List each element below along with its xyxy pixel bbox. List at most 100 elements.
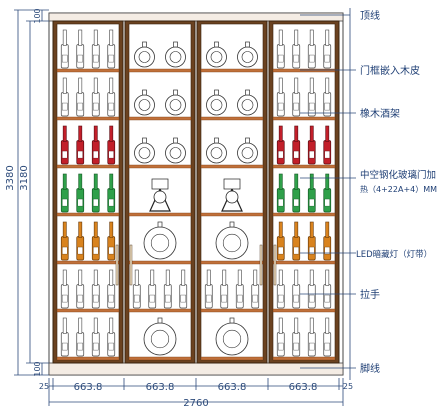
cognac-bottle	[215, 322, 249, 356]
label-shelf: 橡木酒架	[360, 107, 400, 120]
bottle-neck	[278, 317, 283, 334]
bottle-neck	[325, 221, 330, 238]
bottle-label	[108, 150, 114, 159]
bottle-neck	[62, 317, 67, 334]
bottle-neck	[278, 269, 283, 286]
bottle-label	[309, 342, 315, 351]
bottle-neck	[309, 29, 314, 46]
bottle-label	[278, 198, 284, 207]
cognac-ring	[150, 233, 170, 253]
bottle-neck	[309, 173, 314, 190]
oak-shelf	[200, 116, 264, 121]
bottle-label	[77, 150, 83, 159]
cognac-neck	[245, 41, 250, 48]
bottle-label	[324, 198, 330, 207]
bottle-label	[165, 294, 171, 303]
bottle-label	[293, 342, 299, 351]
bottle-label	[324, 294, 330, 303]
bottle-label	[293, 294, 299, 303]
dim-top-margin: 100	[33, 8, 42, 23]
cognac-ring	[222, 329, 242, 349]
bottle-label	[309, 198, 315, 207]
cognac-bottle	[143, 226, 177, 260]
bottle-neck	[78, 125, 83, 142]
cognac-ring	[210, 51, 223, 63]
cognac-bottle	[153, 190, 167, 204]
annotation-leaders	[300, 8, 356, 380]
bottle-label	[252, 294, 258, 303]
bottle-label	[309, 54, 315, 63]
bottle-label	[324, 102, 330, 111]
bottle-label	[108, 54, 114, 63]
bottle-neck	[93, 269, 98, 286]
label-handle: 拉手	[360, 288, 380, 301]
bottle-label	[62, 198, 68, 207]
bottle-neck	[109, 221, 114, 238]
bottle-neck	[165, 269, 170, 286]
cognac-bottle	[215, 226, 249, 260]
cognac-ring	[241, 147, 254, 159]
cognac-neck	[214, 89, 219, 96]
bottle-label	[62, 246, 68, 255]
bottle-neck	[222, 269, 227, 286]
cognac-neck	[229, 221, 235, 228]
cognac-bottle	[225, 190, 239, 204]
oak-shelf	[128, 260, 192, 265]
bottle-neck	[78, 173, 83, 190]
dim-bottom-margin: 100	[33, 361, 42, 376]
dim-bay-1: 663.8	[74, 382, 103, 393]
bottle-neck	[294, 125, 299, 142]
bottle-label	[62, 150, 68, 159]
oak-shelf	[272, 164, 336, 169]
cognac-neck	[173, 41, 178, 48]
bottle-label	[108, 198, 114, 207]
bottle-label	[62, 294, 68, 303]
cognac-neck	[142, 89, 147, 96]
bottle-label	[77, 54, 83, 63]
bottle-label	[93, 102, 99, 111]
door-handle	[273, 244, 277, 286]
bottle-neck	[325, 173, 330, 190]
bay-2	[124, 20, 196, 364]
bottle-label	[93, 150, 99, 159]
oak-shelf	[56, 212, 120, 217]
bay-1	[52, 20, 124, 364]
bottle-neck	[109, 173, 114, 190]
oak-shelf	[56, 116, 120, 121]
bay-3	[196, 20, 268, 364]
cognac-ring	[210, 99, 223, 111]
cognac-bottle	[143, 322, 177, 356]
bottle-label	[149, 294, 155, 303]
bottle-label	[278, 246, 284, 255]
bottle-neck	[325, 269, 330, 286]
dim-side-left: 25	[39, 382, 49, 391]
bottle-neck	[294, 173, 299, 190]
cognac-neck	[229, 317, 235, 324]
oak-shelf	[272, 116, 336, 121]
dim-bay-4: 663.8	[289, 382, 318, 393]
oak-shelf	[128, 212, 192, 217]
oak-shelf	[56, 260, 120, 265]
bottle-label	[108, 246, 114, 255]
label-top-line: 顶线	[360, 9, 380, 22]
cognac-neck	[245, 89, 250, 96]
bottle-label	[309, 150, 315, 159]
bottle-label	[324, 342, 330, 351]
cognac-bottle	[165, 94, 186, 116]
bottle-label	[93, 246, 99, 255]
bottle-neck	[278, 29, 283, 46]
bottle-neck	[278, 125, 283, 142]
bottle-label	[293, 198, 299, 207]
bottle-neck	[93, 29, 98, 46]
cognac-neck	[245, 137, 250, 144]
cognac-bottle	[206, 46, 227, 68]
bottle-label	[108, 294, 114, 303]
oak-shelf	[128, 68, 192, 73]
label-glass-1: 中空钢化玻璃门加	[360, 169, 436, 181]
oak-shelf	[56, 356, 120, 361]
oak-shelf	[200, 164, 264, 169]
bottom-dimensions	[48, 378, 344, 406]
bottle-label	[62, 342, 68, 351]
bottle-neck	[62, 125, 67, 142]
bottle-neck	[109, 77, 114, 94]
